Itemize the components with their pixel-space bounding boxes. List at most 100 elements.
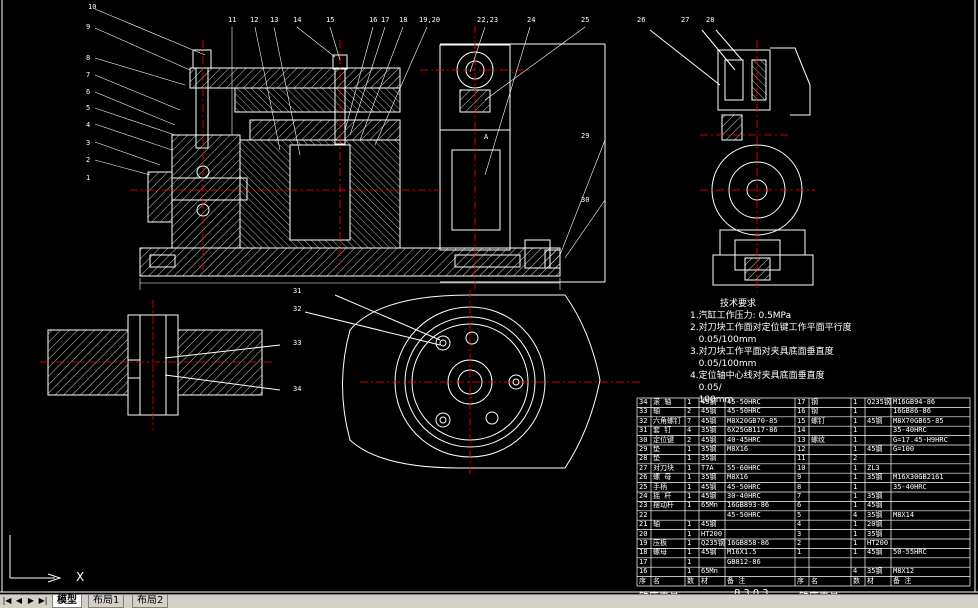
part-number-label: 18	[399, 16, 408, 24]
bom-cell: GB812-86	[727, 557, 761, 566]
part-number-label: 7	[86, 71, 91, 79]
bom-cell: 数	[853, 576, 860, 585]
bom-cell: 1	[853, 407, 858, 416]
bom-cell: 29	[639, 445, 648, 453]
bom-cell: 1	[687, 539, 692, 547]
bom-cell: 13	[797, 435, 806, 444]
bom-cell: 15	[797, 416, 806, 425]
bom-cell: 11	[797, 454, 806, 463]
bom-cell: 1	[853, 426, 858, 435]
bom-cell: 1	[687, 567, 692, 576]
bom-cell: 手柄	[653, 482, 667, 491]
part-number-label: 13	[270, 16, 279, 24]
last-tab-button[interactable]: ▶|	[38, 596, 48, 605]
bom-cell: 20钢	[867, 520, 883, 529]
dimension-31	[139, 278, 561, 290]
bom-cell: 35钢	[701, 473, 717, 482]
part-number-label: 5	[86, 104, 91, 112]
drawing-canvas[interactable]	[0, 0, 978, 594]
bom-cell: 1	[687, 492, 692, 500]
bom-cell: 2	[687, 435, 692, 444]
bom-cell: 16GB858-86	[727, 539, 770, 547]
bom-cell: 35钢	[701, 426, 717, 435]
bom-cell: 22	[639, 510, 648, 519]
bom-cell: 65Mn	[701, 501, 718, 510]
part-number-label: 3	[86, 139, 91, 147]
bom-cell: 六角螺钉	[653, 416, 681, 425]
bom-cell: 45钢	[701, 435, 717, 444]
bom-cell: M16GB94-86	[893, 398, 936, 406]
bom-cell: 螺 母	[653, 473, 672, 482]
bom-cell: 19	[639, 539, 648, 547]
bom-cell: 1	[687, 520, 692, 529]
bom-cell: 35钢	[867, 492, 883, 500]
bom-cell: 27	[639, 463, 648, 472]
bom-cell: 钢	[811, 398, 818, 406]
bom-cell: 1	[687, 557, 692, 566]
bom-cell: 7	[687, 416, 692, 425]
top-leader-lines	[94, 8, 606, 259]
bom-cell: 35钢	[701, 454, 717, 463]
layout-tab-bar: |◀ ◀ ▶ ▶| 模型 布局1 布局2	[0, 594, 978, 608]
bom-cell: 65Mn	[701, 567, 718, 576]
bom-cell: 6	[797, 501, 802, 510]
bom-cell: 16GB86-86	[893, 407, 931, 416]
bom-cell: 1	[853, 435, 858, 444]
bom-cell: 45钢	[701, 520, 717, 529]
bom-cell: 1	[687, 473, 692, 482]
part-number-label: 27	[681, 16, 690, 24]
bom-cell: 1	[853, 416, 858, 425]
next-tab-button[interactable]: ▶	[27, 596, 35, 605]
bom-cell: 4	[687, 426, 692, 435]
bom-cell: 34	[639, 398, 648, 406]
bom-cell: 35钢	[867, 529, 883, 538]
part-number-label: 24	[527, 16, 536, 24]
plan-view	[304, 294, 601, 469]
bom-cell: 45-50HRC	[727, 482, 761, 491]
bom-cell: 1	[853, 501, 858, 510]
bom-cell: 6X25GB117-86	[727, 426, 778, 435]
tech-line: 4.定位轴中心线对夹具底面垂直度	[690, 371, 825, 381]
bom-cell: M8X16	[727, 473, 749, 482]
bom-cell: 16	[797, 407, 806, 416]
bom-cell: 1	[687, 501, 692, 510]
bom-cell: 定位键	[653, 435, 674, 444]
bom-cell: 2	[853, 454, 858, 463]
bom-cell: 压板	[653, 539, 667, 547]
detail-left-centerlines	[40, 300, 275, 430]
bom-cell: 2	[687, 407, 692, 416]
ucs-icon	[9, 535, 62, 583]
bom-cell: 螺钉	[811, 416, 825, 425]
bom-cell: 30	[639, 435, 648, 444]
bom-cell: 30-40HRC	[727, 492, 761, 500]
bom-cell: 7	[797, 492, 802, 500]
bom-cell: 钢	[811, 407, 818, 416]
bom-cell: M8X12	[893, 567, 915, 576]
first-tab-button[interactable]: |◀	[2, 596, 12, 605]
part-number-label: 14	[293, 16, 302, 24]
bom-cell: 套 钉	[653, 426, 672, 435]
bom-cell: 32	[639, 416, 648, 425]
part-number-label: 11	[228, 16, 237, 24]
bom-cell: 4	[797, 520, 802, 529]
bom-cell: 1	[687, 529, 692, 538]
prev-tab-button[interactable]: ◀	[15, 596, 23, 605]
bom-cell: 1	[853, 445, 858, 453]
bom-cell: 序	[639, 576, 646, 585]
ucs-x-label: X	[76, 570, 85, 584]
bom-cell: 40-45HRC	[727, 435, 761, 444]
bom-cell: 对刀块	[653, 463, 674, 472]
bom-cell: 2	[797, 539, 802, 547]
bom-cell: G=100	[893, 445, 915, 453]
tab-model[interactable]: 模型	[52, 595, 82, 608]
tech-line: 0.05/100mm	[690, 359, 757, 369]
part-number-label: 28	[706, 16, 715, 24]
tech-line: 3.对刀块工作平面对夹具底面垂直度	[690, 347, 834, 357]
bom-cell: 1	[853, 492, 858, 500]
tab-layout2[interactable]: 布局2	[132, 595, 169, 608]
tab-layout1[interactable]: 布局1	[88, 595, 125, 608]
bom-cell: 33	[639, 407, 648, 416]
bom-cell: 3	[797, 529, 802, 538]
